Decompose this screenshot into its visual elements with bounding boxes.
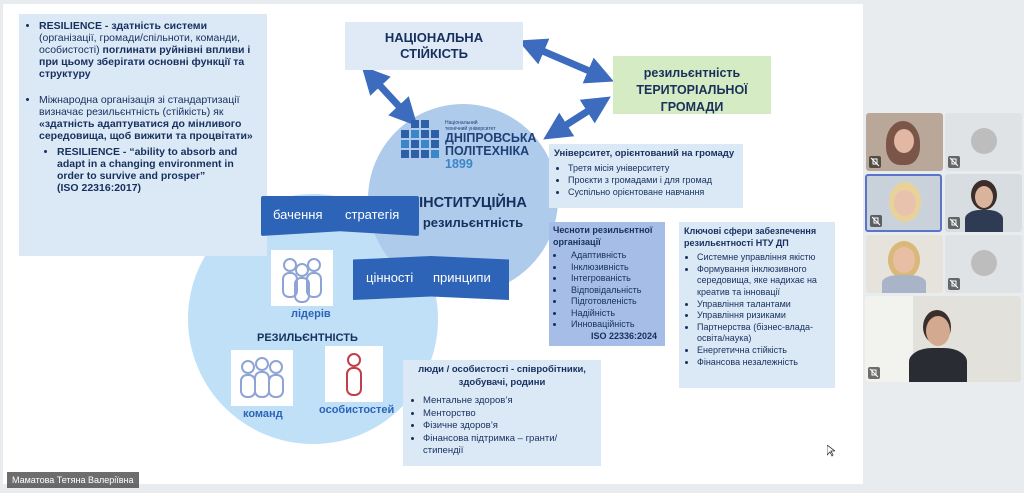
list-item: Фізичне здоров’я [423, 420, 595, 433]
list-item: Системне управління якістю [697, 252, 830, 264]
resilience-definition-bold: RESILIENCE - здатність системи [39, 20, 208, 32]
list-item: Управління талантами [697, 299, 830, 311]
iso-definition-bold: «здатність адаптуватися до мінливого сер… [39, 118, 253, 142]
definition-box: RESILIENCE - здатність системи (організа… [19, 14, 267, 256]
participant-video-3[interactable] [945, 174, 1022, 232]
team-icon [240, 357, 284, 398]
leaders-label: лідерів [291, 308, 331, 320]
logo-small-line-2: технічний університет [445, 126, 496, 132]
virtues-box: Чесноти резильєнтної організації Адаптив… [549, 222, 665, 346]
logo-year: 1899 [445, 157, 473, 171]
mouse-cursor-icon [827, 445, 835, 457]
resilience-label: РЕЗИЛЬЄНТНІСТЬ [257, 332, 358, 344]
persons-label: особистостей [319, 404, 395, 416]
participant-video-active-speaker[interactable] [865, 296, 1021, 382]
teams-label: команд [243, 408, 283, 420]
university-community-box: Університет, орієнтований на громаду Тре… [549, 144, 743, 208]
list-item: Суспільно орієнтоване навчання [568, 186, 738, 198]
community-resilience-box: резильєнтність ТЕРИТОРІАЛЬНОЇ ГРОМАДИ [613, 56, 771, 114]
resilience-definition-plain: (організації, громади/спільноти, команди… [39, 32, 241, 56]
people-box: люди / особистості - співробітники, здоб… [403, 360, 601, 466]
participant-video-1[interactable] [866, 113, 943, 171]
teams-icon-card [231, 350, 293, 406]
leaders-icon-card [271, 250, 333, 306]
iso-reference: (ISO 22316:2017) [57, 182, 142, 194]
institutional-line-1: ІНСТИТУЦІЙНА [419, 195, 527, 211]
list-item: Ментальне здоров’я [423, 395, 595, 408]
iso-definition-plain: Міжнародна організація зі стандартизації… [39, 94, 240, 118]
national-stability-box: НАЦІОНАЛЬНА СТІЙКІСТЬ [345, 22, 523, 70]
list-item: Третя місія університету [568, 162, 738, 174]
participant-avatar-1[interactable] [945, 113, 1022, 171]
participant-avatar-2[interactable] [945, 235, 1022, 293]
list-item: Управління ризиками [697, 310, 830, 322]
list-item: Енергетична стійкість [697, 345, 830, 357]
mic-off-icon [948, 156, 960, 168]
logo-name-line-1: ДНІПРОВСЬКА [445, 131, 537, 145]
participant-video-2[interactable] [865, 174, 942, 232]
arrow-national-community [518, 38, 614, 84]
list-item: Підготовленість [565, 296, 661, 308]
banner-principles: принципи [433, 270, 491, 285]
institutional-line-2: резильєнтність [422, 215, 524, 230]
banner-strategy: стратегія [345, 207, 400, 222]
arrow-national-institution [361, 65, 418, 127]
avatar [971, 128, 997, 154]
mic-off-icon [870, 215, 882, 227]
logo-cubes-icon [401, 120, 439, 158]
english-definition-text: RESILIENCE - “ability to absorb and adap… [57, 146, 238, 182]
university-box-title: Університет, орієнтований на громаду [554, 148, 735, 159]
mic-off-icon [868, 367, 880, 379]
list-item: Менторство [423, 408, 595, 421]
list-item: Надійність [565, 308, 661, 320]
banner-values: цінності [366, 270, 414, 285]
university-logo: Національний технічний університет ДНІПР… [399, 120, 539, 172]
key-spheres-box: Ключові сфери забезпечення резильєнтност… [679, 222, 835, 388]
presentation-slide: RESILIENCE - здатність системи (організа… [3, 4, 863, 484]
definition-bullet-2: Міжнародна організація зі стандартизації… [39, 94, 261, 194]
list-item: Формування інклюзивного середовища, яке … [697, 264, 830, 299]
definition-bullet-1: RESILIENCE - здатність системи (організа… [39, 20, 261, 80]
institutional-resilience-label: ІНСТИТУЦІЙНА резильєнтність [408, 194, 538, 232]
virtues-title: Чесноти резильєнтної організації [553, 225, 653, 247]
persons-icon-card [325, 346, 383, 402]
list-item: Партнерства (бізнес-влада-освіта/наука) [697, 322, 830, 345]
list-item: Відповідальність [565, 285, 661, 297]
resilience-definition-bold-2: поглинати руйнівні впливи і при цьому зб… [39, 44, 251, 80]
virtues-iso-reference: ISO 22336:2024 [590, 330, 657, 341]
national-stability-label: НАЦІОНАЛЬНА СТІЙКІСТЬ [384, 30, 484, 61]
arrow-community-institution [543, 96, 611, 140]
avatar [971, 250, 997, 276]
list-item: Инноваційність [565, 319, 661, 331]
presenter-name-tag: Маматова Тетяна Валеріївна [7, 472, 139, 488]
logo-small-line-1: Національний [445, 120, 478, 126]
people-box-title: люди / особистості - співробітники, здоб… [418, 364, 586, 388]
people-group-icon [282, 258, 322, 303]
list-item: Фінансова незалежність [697, 357, 830, 369]
logo-name-line-2: ПОЛІТЕХНІКА [445, 144, 530, 158]
presenter-name: Маматова Тетяна Валеріївна [12, 475, 134, 485]
participant-video-4[interactable] [866, 235, 943, 293]
list-item: Адаптивність [565, 250, 661, 262]
values-principles-banner: цінності принципи [353, 256, 509, 300]
community-resilience-label: резильєнтність ТЕРИТОРІАЛЬНОЇ ГРОМАДИ [636, 66, 748, 114]
list-item: Проєкти з громадами і для громад [568, 174, 738, 186]
mic-off-icon [869, 156, 881, 168]
key-spheres-title: Ключові сфери забезпечення резильєнтност… [684, 226, 817, 248]
list-item: Інтегрованість [565, 273, 661, 285]
mic-off-icon [948, 278, 960, 290]
list-item: Фінансова підтримка – гранти/стипендії [423, 433, 595, 458]
person-icon [346, 353, 362, 396]
list-item: Інклюзивність [565, 262, 661, 274]
banner-vision: бачення [273, 207, 323, 222]
vision-strategy-banner: бачення стратегія [261, 196, 419, 236]
english-definition: RESILIENCE - “ability to absorb and adap… [57, 146, 261, 194]
arrows-layer [361, 38, 614, 140]
mic-off-icon [948, 217, 960, 229]
